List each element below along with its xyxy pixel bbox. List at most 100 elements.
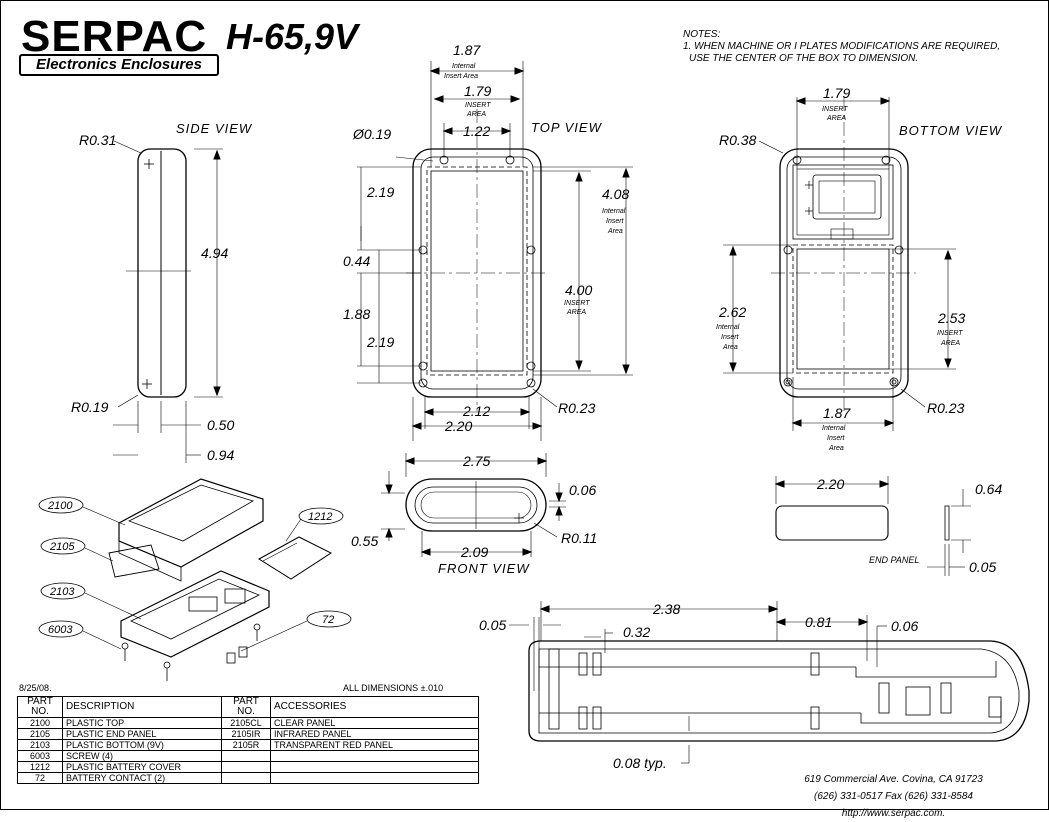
bottom-width-label-2: Insert [827, 435, 846, 442]
exploded-assembly-drawing [38, 478, 352, 681]
top-insert-label-2: AREA [466, 111, 486, 118]
notes-block: NOTES: 1. WHEN MACHINE OR I PLATES MODIF… [683, 29, 1043, 65]
bottom-radius-023: R0.23 [927, 400, 965, 416]
section-dim-081: 0.81 [805, 614, 832, 630]
accessory-part-no [221, 750, 271, 762]
table-row: 2105 PLASTIC END PANEL 2105IR INFRARED P… [17, 728, 479, 740]
side-view-drawing [113, 140, 223, 463]
end-panel-width: 2.20 [816, 476, 844, 492]
accessory: INFRARED PANEL [270, 728, 479, 740]
top-view-drawing [357, 61, 633, 441]
top-insert-width: 1.79 [464, 83, 491, 99]
table-row: 2103 PLASTIC BOTTOM (9V) 2105R TRANSPARE… [17, 739, 479, 751]
accessory-part-no [221, 761, 271, 773]
address-line-2: (626) 331-0517 Fax (626) 331-8584 http:/… [814, 791, 973, 819]
header-part-no: PART NO. [17, 696, 63, 718]
section-dim-005: 0.05 [479, 617, 506, 633]
accessory [270, 750, 479, 762]
front-height-055: 0.55 [351, 533, 378, 549]
top-hole-diameter: Ø0.19 [352, 126, 391, 142]
table-row: 72 BATTERY CONTACT (2) [17, 772, 479, 784]
notes-title: NOTES: [683, 29, 721, 40]
front-view-drawing [381, 453, 566, 557]
description: SCREW (4) [62, 750, 222, 762]
description: PLASTIC BOTTOM (9V) [62, 739, 222, 751]
bottom-width-label-3: Area [828, 445, 844, 452]
header-accessories: ACCESSORIES [270, 696, 479, 718]
drawing-date: 8/25/08. [19, 683, 52, 693]
accessory [270, 772, 479, 784]
front-width-275: 2.75 [462, 453, 490, 469]
top-insert-label-1: INSERT [465, 102, 491, 109]
bottom-width-187: 1.87 [823, 405, 851, 421]
top-internal-h-label-1: Internal [602, 208, 626, 215]
accessory-part-no: 2105IR [221, 728, 271, 740]
top-internal-width: 1.87 [453, 42, 481, 58]
part-no: 72 [17, 772, 63, 784]
table-row: 2100 PLASTIC TOP 2105CL CLEAR PANEL [17, 717, 479, 729]
side-radius-bottom: R0.19 [71, 399, 109, 415]
notes-line-1: 1. WHEN MACHINE OR I PLATES MODIFICATION… [683, 41, 1001, 52]
section-dim-typ: 0.08 typ. [613, 755, 667, 771]
side-radius-top: R0.31 [79, 132, 116, 148]
top-internal-h-label-3: Area [607, 228, 623, 235]
top-internal-h-label-2: Insert [606, 218, 625, 225]
top-radius-023: R0.23 [558, 400, 596, 416]
top-dim-219a: 2.19 [366, 184, 394, 200]
section-dim-006: 0.06 [891, 618, 918, 634]
side-width-094: 0.94 [207, 447, 234, 463]
bottom-view-title: BOTTOM VIEW [899, 123, 1003, 138]
brand-tagline: Electronics Enclosures [19, 54, 219, 76]
top-internal-label-2: Insert Area [444, 73, 478, 80]
bottom-left-label-2: Insert [721, 334, 740, 341]
model-number: H-65,9V [226, 16, 359, 57]
accessory-part-no: 2105R [221, 739, 271, 751]
top-insert-h-label-1: INSERT [564, 300, 590, 307]
description: PLASTIC TOP [62, 717, 222, 729]
callout-2100: 2100 [47, 500, 73, 512]
top-dim-188: 1.88 [343, 306, 370, 322]
section-dim-238: 2.38 [652, 601, 680, 617]
serpac-logo: SERPAC Electronics Enclosures [15, 15, 221, 76]
bottom-right-label-1: INSERT [937, 330, 963, 337]
part-no: 2100 [17, 717, 63, 729]
description: PLASTIC BATTERY COVER [62, 761, 222, 773]
callout-2103: 2103 [49, 586, 75, 598]
header-part-no-2: PART NO. [221, 696, 271, 718]
top-hole-span: 1.22 [463, 123, 490, 139]
parts-table: PART NO. DESCRIPTION PART NO. ACCESSORIE… [17, 696, 479, 784]
header-description: DESCRIPTION [62, 696, 222, 718]
top-internal-height: 4.08 [602, 186, 629, 202]
part-no: 2103 [17, 739, 63, 751]
top-view-title: TOP VIEW [531, 120, 603, 135]
tolerance-note: ALL DIMENSIONS ±.010 [343, 683, 444, 693]
top-width-212: 2.12 [462, 403, 490, 419]
bottom-insert-label-2: AREA [826, 115, 846, 122]
side-height: 4.94 [201, 245, 228, 261]
accessory [270, 761, 479, 773]
description: BATTERY CONTACT (2) [62, 772, 222, 784]
callout-1212: 1212 [308, 511, 332, 523]
bottom-left-height: 2.62 [718, 304, 746, 320]
brand-name: SERPAC [21, 12, 208, 61]
callout-2105: 2105 [49, 541, 75, 553]
section-view-drawing [509, 601, 1030, 764]
bottom-insert-label-1: INSERT [822, 106, 848, 113]
accessory: TRANSPARENT RED PANEL [270, 739, 479, 751]
bottom-left-label-1: Internal [716, 324, 740, 331]
end-panel-height: 0.64 [975, 481, 1002, 497]
callout-72: 72 [322, 614, 334, 626]
description: PLASTIC END PANEL [62, 728, 222, 740]
address-line-1: 619 Commercial Ave. Covina, CA 91723 [804, 774, 983, 785]
accessory-part-no: 2105CL [221, 717, 271, 729]
notes-line-2: USE THE CENTER OF THE BOX TO DIMENSION. [689, 53, 919, 64]
bottom-insert-width: 1.79 [823, 85, 850, 101]
part-no: 1212 [17, 761, 63, 773]
front-view-title: FRONT VIEW [438, 561, 530, 576]
callout-6003: 6003 [48, 624, 73, 636]
section-dim-032: 0.32 [623, 624, 650, 640]
side-view-title: SIDE VIEW [176, 121, 253, 136]
end-panel-title: END PANEL [869, 555, 919, 565]
